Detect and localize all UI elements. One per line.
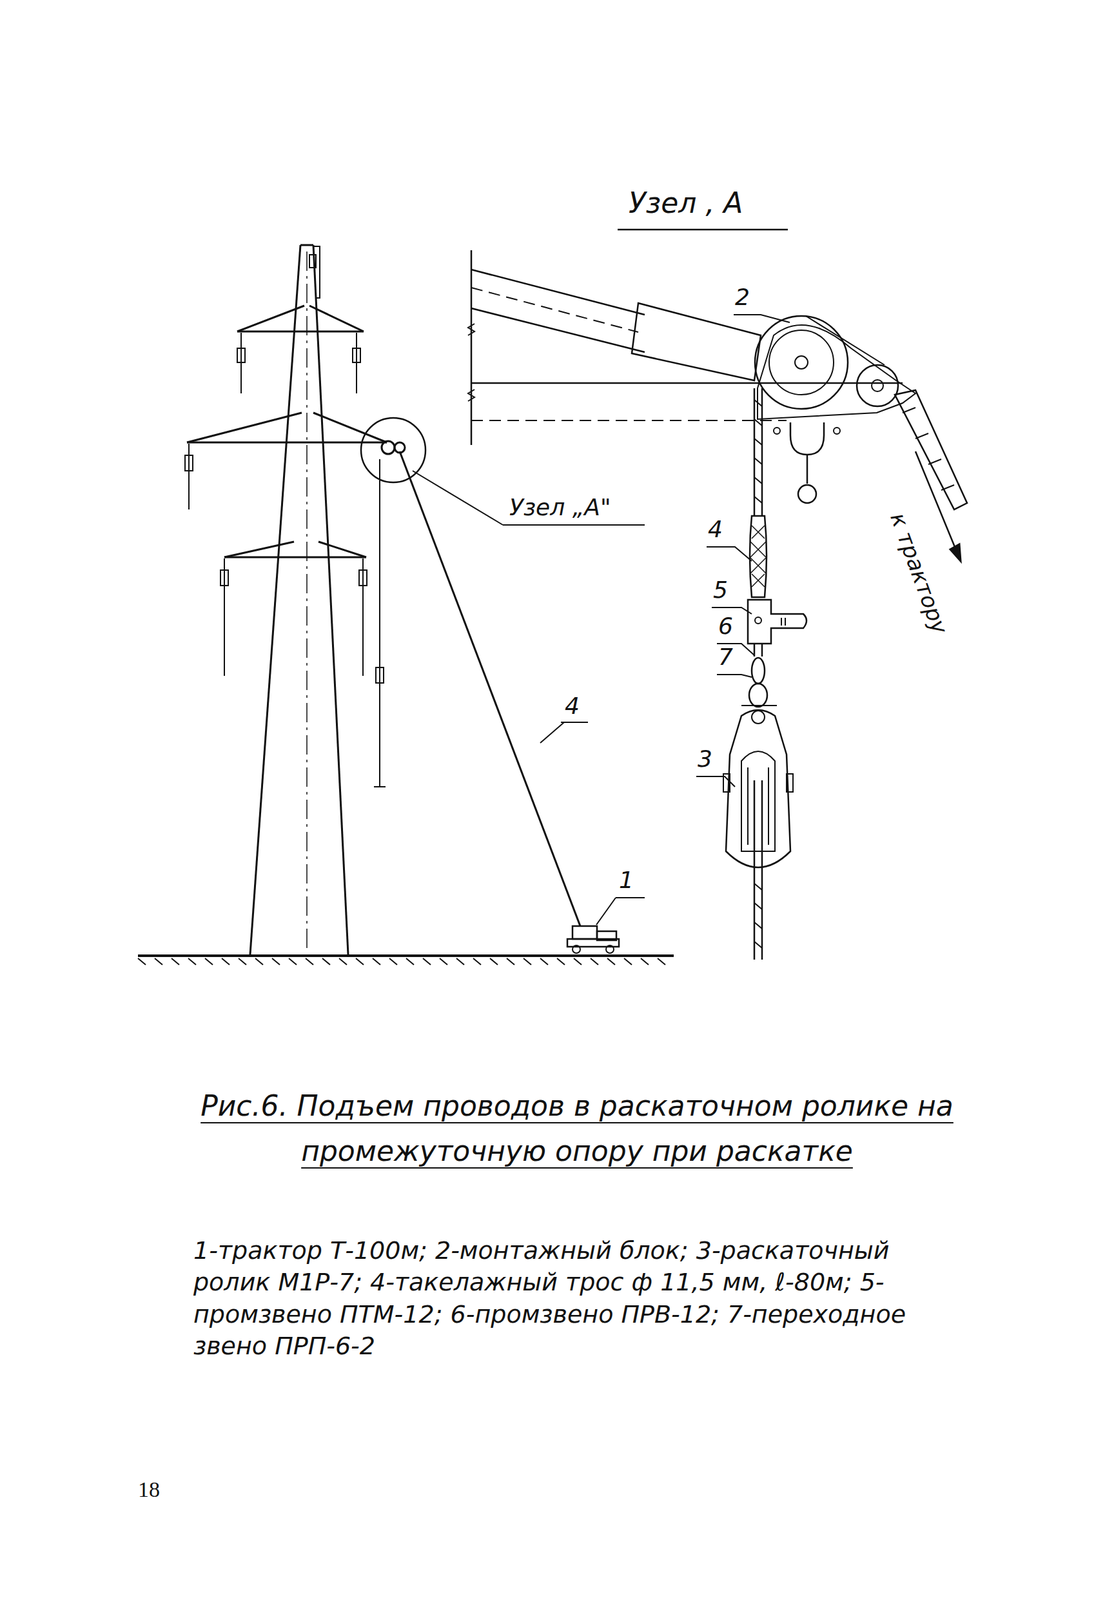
- callout-number: 3: [697, 745, 713, 772]
- callout-number: 4: [707, 515, 723, 543]
- callout-number: 5: [713, 576, 728, 603]
- callout-number: 7: [718, 643, 734, 670]
- callout-number: 6: [718, 612, 734, 639]
- detail-heading: Узел , А: [628, 186, 743, 220]
- callout-number: 2: [734, 283, 750, 311]
- parts-list: 1-трактор Т-100м; 2-монтажный блок; 3-ра…: [193, 1234, 968, 1363]
- figure-caption: Рис.6. Подъем проводов в раскаточном рол…: [193, 1083, 961, 1175]
- callout-number: 4: [564, 692, 580, 719]
- callout-number: 1: [618, 866, 634, 893]
- direction-note: к трактору: [885, 509, 953, 637]
- page-number: 18: [137, 1476, 160, 1502]
- detail-reference: Узел „А": [509, 493, 612, 521]
